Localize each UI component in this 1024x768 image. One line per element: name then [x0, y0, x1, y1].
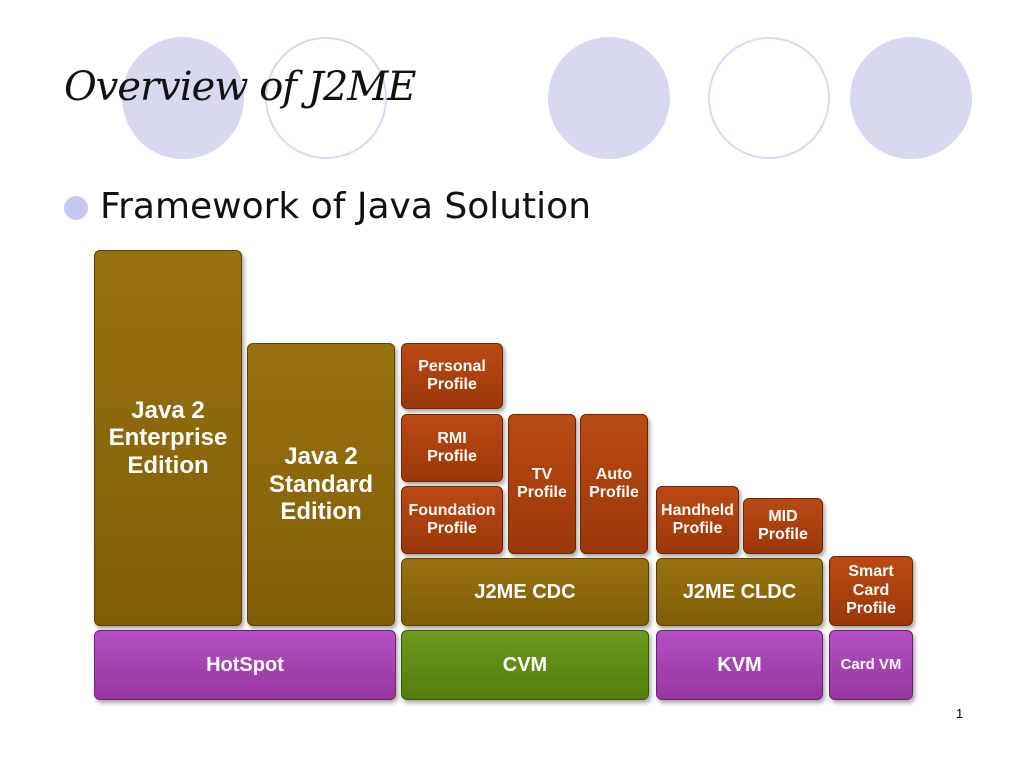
block-hotspot-vm: HotSpot: [94, 630, 396, 700]
block-kvm: KVM: [656, 630, 823, 700]
bullet-text: Framework of Java Solution: [100, 186, 592, 227]
block-cvm: CVM: [401, 630, 649, 700]
decor-circle-1: [122, 37, 244, 159]
block-rmi-profile: RMI Profile: [401, 414, 503, 482]
decor-circle-2: [265, 37, 387, 159]
page-number: 1: [956, 706, 964, 721]
block-j2me-cldc: J2ME CLDC: [656, 558, 823, 626]
block-smart-card-profile: Smart Card Profile: [829, 556, 913, 626]
block-tv-profile: TV Profile: [508, 414, 576, 554]
block-card-vm: Card VM: [829, 630, 913, 700]
block-j2ee: Java 2 Enterprise Edition: [94, 250, 242, 626]
block-j2se: Java 2 Standard Edition: [247, 343, 395, 626]
decor-circle-4: [708, 37, 830, 159]
block-auto-profile: Auto Profile: [580, 414, 648, 554]
block-foundation-profile: Foundation Profile: [401, 486, 503, 554]
decor-circle-5: [850, 37, 972, 159]
bullet-icon: [64, 196, 88, 220]
block-j2me-cdc: J2ME CDC: [401, 558, 649, 626]
slide-title: Overview of J2ME: [64, 64, 416, 110]
decor-circle-3: [548, 37, 670, 159]
block-personal-profile: Personal Profile: [401, 343, 503, 409]
block-handheld-profile: Handheld Profile: [656, 486, 739, 554]
block-mid-profile: MID Profile: [743, 498, 823, 554]
